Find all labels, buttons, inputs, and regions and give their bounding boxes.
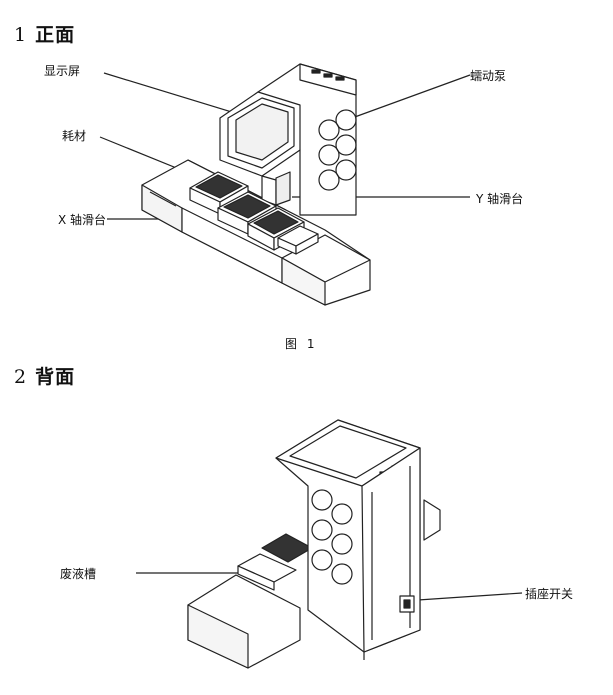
label-power-socket: 插座开关 <box>525 587 574 601</box>
label-y-stage: Y 轴滑台 <box>476 192 524 206</box>
label-consumables: 耗材 <box>62 129 87 143</box>
label-pump: 蠕动泵 <box>470 69 507 83</box>
pump-drawing <box>318 109 357 191</box>
label-x-stage: X 轴滑台 <box>58 213 107 227</box>
cabinet-drawing <box>219 63 357 216</box>
section-1-number: 1 <box>14 24 28 46</box>
waste-tank-drawing <box>237 533 313 591</box>
section-1-title: 正面 <box>35 24 76 46</box>
front-view-figure <box>99 63 471 306</box>
figure-caption: 图 1 <box>285 337 318 351</box>
label-display: 显示屏 <box>44 64 81 78</box>
back-base-drawing <box>187 499 441 669</box>
section-2-number: 2 <box>14 366 28 388</box>
section-2-heading: 2 背面 <box>14 362 75 389</box>
leader-lines-back <box>136 572 523 601</box>
consumables-drawing <box>189 171 319 255</box>
back-view-figure <box>136 419 523 669</box>
section-2-title: 背面 <box>35 366 76 388</box>
back-cabinet-drawing <box>275 419 421 660</box>
section-1-heading: 1 正面 <box>14 20 75 47</box>
back-pump-drawing <box>311 489 353 585</box>
label-waste-tank: 废液槽 <box>60 567 97 581</box>
